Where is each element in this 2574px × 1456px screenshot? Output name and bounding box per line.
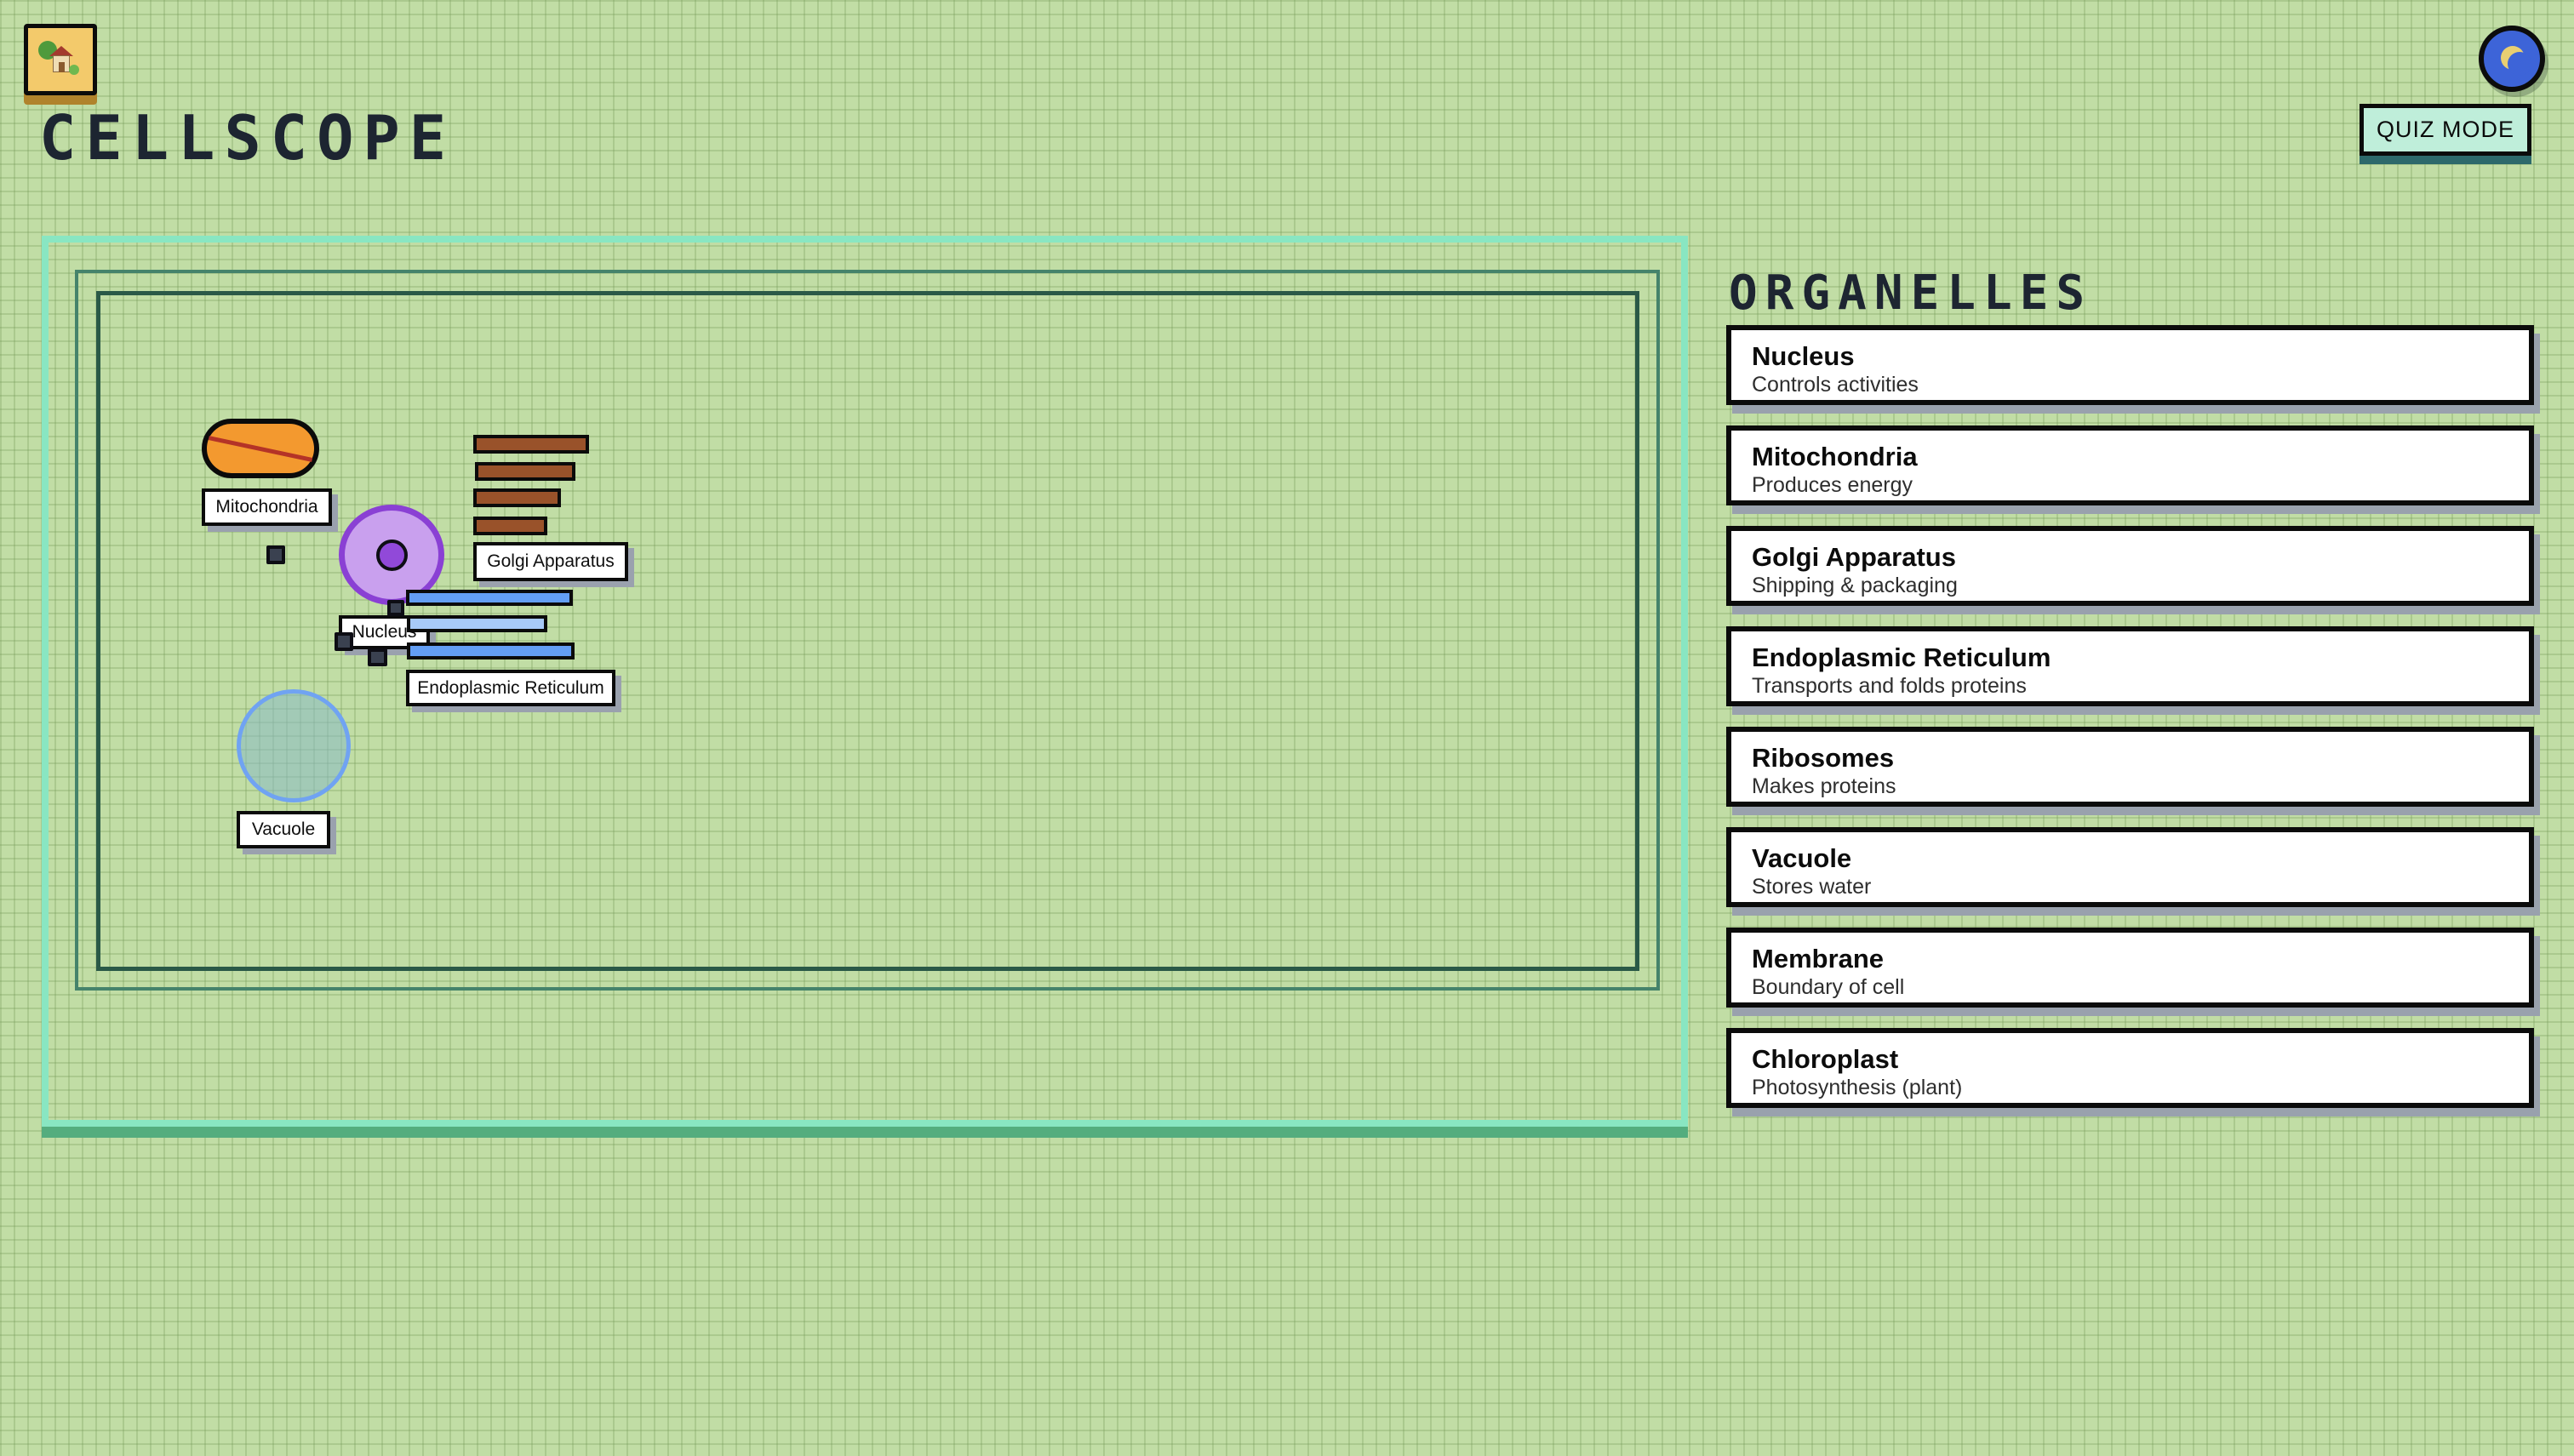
home-button[interactable] (24, 24, 97, 95)
organelle-er-bar[interactable] (407, 615, 547, 632)
organelle-mitochondria[interactable] (202, 419, 319, 478)
label-mitochondria: Mitochondria (202, 488, 332, 526)
organelle-golgi-bar[interactable] (475, 462, 575, 481)
cell-canvas[interactable]: Mitochondria Golgi Apparatus Nucleus End… (42, 236, 1688, 1127)
card-title: Ribosomes (1752, 743, 1895, 773)
card-description: Makes proteins (1752, 774, 1896, 798)
organelles-heading: ORGANELLES (1729, 266, 2093, 321)
organelle-er-bar[interactable] (406, 590, 573, 606)
mitochondria-crista-line (208, 436, 313, 462)
organelle-er-bar[interactable] (407, 642, 575, 659)
organelle-card-ribosomes[interactable]: Ribosomes Makes proteins (1726, 727, 2534, 807)
label-endoplasmic-reticulum: Endoplasmic Reticulum (406, 670, 615, 706)
organelle-card-membrane[interactable]: Membrane Boundary of cell (1726, 928, 2534, 1008)
organelle-ribosome[interactable] (335, 632, 353, 651)
card-title: Vacuole (1752, 843, 1852, 873)
card-description: Controls activities (1752, 373, 1919, 397)
card-title: Chloroplast (1752, 1044, 1899, 1074)
organelle-ribosome[interactable] (387, 600, 404, 616)
organelle-card-chloroplast[interactable]: Chloroplast Photosynthesis (plant) (1726, 1028, 2534, 1108)
organelle-ribosome[interactable] (368, 648, 387, 666)
card-description: Shipping & packaging (1752, 574, 1958, 597)
organelle-card-vacuole[interactable]: Vacuole Stores water (1726, 827, 2534, 907)
organelle-vacuole[interactable] (237, 689, 351, 802)
card-title: Endoplasmic Reticulum (1752, 642, 2051, 672)
card-description: Produces energy (1752, 473, 1913, 497)
organelle-golgi-bar[interactable] (473, 488, 561, 507)
cell-membrane-frame (75, 270, 1660, 991)
card-title: Membrane (1752, 944, 1885, 974)
organelle-card-mitochondria[interactable]: Mitochondria Produces energy (1726, 425, 2534, 505)
organelle-card-golgi-apparatus[interactable]: Golgi Apparatus Shipping & packaging (1726, 526, 2534, 606)
label-golgi-apparatus: Golgi Apparatus (473, 542, 628, 581)
organelle-ribosome[interactable] (266, 545, 285, 564)
card-description: Stores water (1752, 875, 1872, 899)
organelle-golgi-bar[interactable] (473, 517, 547, 535)
organelle-card-nucleus[interactable]: Nucleus Controls activities (1726, 325, 2534, 405)
card-description: Photosynthesis (plant) (1752, 1076, 1963, 1099)
app-title: CELLSCOPE (39, 102, 456, 174)
home-icon (38, 41, 79, 75)
label-vacuole: Vacuole (237, 811, 330, 848)
organelle-card-endoplasmic-reticulum[interactable]: Endoplasmic Reticulum Transports and fol… (1726, 626, 2534, 706)
quiz-mode-button[interactable]: QUIZ MODE (2360, 104, 2531, 156)
card-title: Mitochondria (1752, 442, 1918, 471)
card-description: Transports and folds proteins (1752, 674, 2027, 698)
theme-toggle-button[interactable] (2479, 26, 2545, 92)
nucleolus (375, 539, 408, 571)
cell-inner-frame (96, 291, 1639, 971)
card-description: Boundary of cell (1752, 975, 1905, 999)
card-title: Nucleus (1752, 341, 1855, 371)
card-title: Golgi Apparatus (1752, 542, 1956, 572)
organelle-golgi-bar[interactable] (473, 435, 589, 454)
